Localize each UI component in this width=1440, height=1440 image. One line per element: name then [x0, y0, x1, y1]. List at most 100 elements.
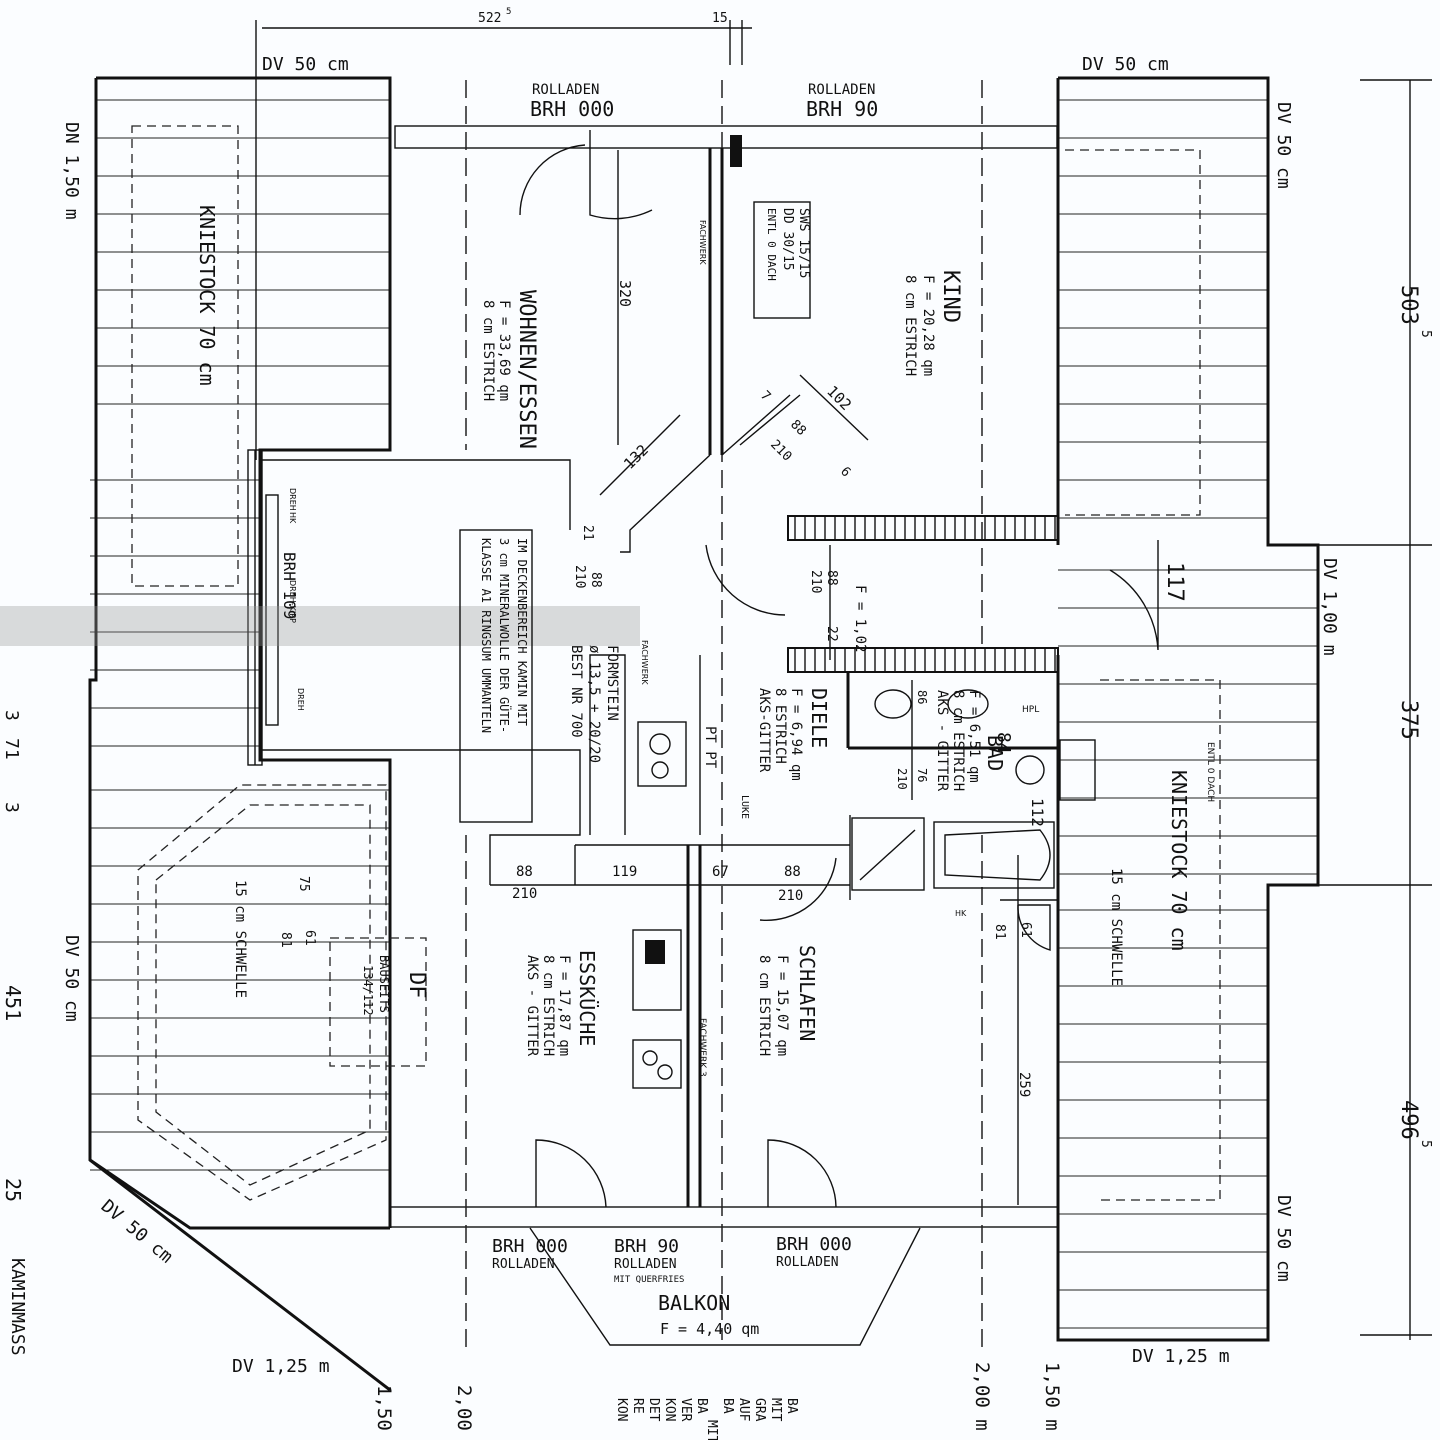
m-210c: 210 — [808, 570, 823, 593]
kniestock-lines — [131, 125, 1221, 1201]
formstein-line1: FORMSTEIN — [604, 645, 620, 721]
room-bad-name: BAD — [983, 735, 1007, 771]
win-bottom-right-l2: ROLLADEN — [776, 1255, 839, 1270]
entl-right: ENTL 0 DACH — [1205, 742, 1215, 802]
room-schlafen-name: SCHLAFEN — [795, 945, 819, 1041]
schwelle-right: 15 cm SCHWELLE — [1108, 868, 1124, 986]
m-102: 102 — [823, 382, 855, 414]
win-left-brh: BRH 109 — [280, 552, 299, 619]
roof-rafters — [90, 99, 1318, 1329]
chimney — [637, 135, 742, 787]
m-84: 84 — [993, 732, 1014, 754]
room-bad-area: F = 6,51 qm — [966, 690, 982, 783]
m-81b: 81 — [992, 924, 1007, 940]
win-top-right-l2: BRH 90 — [806, 97, 878, 121]
dim-top-gap: 15 — [712, 11, 728, 26]
m-210d: 210 — [895, 768, 909, 790]
bottom-measure-3: 2,00 m — [971, 1362, 993, 1431]
dv-right-lower: DV 50 cm — [1273, 1195, 1294, 1282]
m-88e: 88 — [784, 864, 801, 880]
dv-bottom-left: DV 1,25 m — [232, 1356, 330, 1377]
frag-1: BA — [694, 1398, 709, 1414]
dim-left-71: 71 — [1, 738, 22, 760]
kniestock-left: KNIESTOCK 70 cm — [195, 205, 219, 386]
roof-labels: DV 50 cm DV 50 cm DN 1,50 m DV 50 cm DV … — [7, 54, 1340, 1431]
sws-line3: ENTL 0 DACH — [765, 208, 778, 281]
scan-smudge — [0, 606, 640, 646]
kamin-note-line1: IM DECKENBEREICH KAMIN MIT — [515, 538, 529, 726]
m-210e: 210 — [512, 886, 537, 902]
room-esskueche-floor: 8 cm ESTRICH — [540, 955, 556, 1056]
m-112: 112 — [1028, 798, 1047, 827]
m-76: 76 — [915, 768, 929, 782]
m-210b: 210 — [572, 565, 587, 588]
room-esskueche-extra: AKS - GITTER — [524, 955, 540, 1057]
dim-top-width: 522 — [478, 11, 501, 26]
fachwerk-top: FACHWERK — [698, 220, 707, 265]
m-61b: 61 — [1018, 922, 1033, 938]
dim-right-lower-sup: 5 — [1418, 1140, 1433, 1148]
sws-box — [753, 201, 811, 319]
room-bad-extra: AKS - GITTER — [934, 690, 950, 792]
m-7: 7 — [757, 388, 773, 404]
m-132: 132 — [620, 441, 652, 473]
m-88a: 88 — [787, 417, 809, 439]
formstein-line3: BEST NR 700 — [568, 645, 584, 738]
room-wohnen-area: F = 33,69 qm — [496, 300, 512, 401]
dim-right-upper-sup: 5 — [1418, 330, 1433, 338]
dimension-lines — [262, 20, 1432, 1340]
win-top-right-l1: ROLLADEN — [808, 82, 875, 98]
m-81a: 81 — [278, 932, 293, 948]
dim-right-middle: 375 — [1396, 700, 1421, 740]
m-21: 21 — [580, 525, 595, 541]
room-diele-name: DIELE — [807, 688, 831, 748]
win-dreh-bottom: DREH — [296, 688, 305, 711]
m-88d: 88 — [516, 864, 533, 880]
room-kind-name: KIND — [938, 270, 963, 323]
sws-line2: DD 30/15 — [780, 208, 795, 271]
dn-left: DN 1,50 m — [61, 122, 82, 220]
bottom-text-fragments: BA VER KON DET BA MIT GRA AUF BA MIT RE … — [614, 1398, 799, 1440]
room-balkon-area: F = 4,40 qm — [660, 1320, 759, 1338]
bottom-measure-2: 2,00 — [453, 1385, 475, 1431]
kniestock-right: KNIESTOCK 70 cm — [1167, 770, 1191, 951]
dim-left-3a: 3 — [1, 710, 22, 721]
frag-10: MIT — [704, 1420, 719, 1440]
m-67: 67 — [712, 864, 729, 880]
interior-walls — [260, 148, 1059, 1207]
room-diele-floor: 8 ESTRICH — [772, 688, 788, 764]
kaminmass-label: KAMINMASS — [7, 1258, 28, 1356]
bottom-measure-1: 1,50 — [373, 1385, 395, 1431]
win-top-left-l1: ROLLADEN — [532, 82, 599, 98]
dimension-labels: 522 5 15 503 5 375 496 5 451 25 3 71 3 — [1, 7, 1433, 1202]
win-bottom-mid-l1: BRH 90 — [614, 1236, 679, 1257]
dim-right-lower: 496 — [1396, 1100, 1421, 1140]
room-store-area: F = 1,02 — [852, 585, 868, 652]
notes: KNIESTOCK 70 cm KNIESTOCK 70 cm 15 cm SC… — [195, 201, 1215, 1077]
pt-label: PT PT — [702, 726, 718, 769]
m-61a: 61 — [302, 930, 317, 946]
frag-7: GRA — [752, 1398, 767, 1422]
m-117: 117 — [1162, 562, 1187, 602]
m-320: 320 — [616, 280, 634, 307]
frag-6: MIT — [768, 1398, 783, 1422]
dv-top-left: DV 50 cm — [262, 54, 349, 75]
hk-label: HK — [955, 909, 967, 918]
frag-4: DET — [646, 1398, 661, 1422]
dv-right-upper: DV 50 cm — [1273, 102, 1294, 189]
room-esskueche-name: ESSKÜCHE — [575, 950, 599, 1046]
kamin-note-box — [459, 529, 533, 823]
left-window — [247, 449, 279, 766]
m-22: 22 — [824, 626, 839, 642]
win-dreh-top: DREH — [288, 488, 297, 511]
room-diele-extra: AKS-GITTER — [756, 688, 772, 773]
dv-diagonal: DV 50 cm — [97, 1196, 177, 1268]
m-88c: 88 — [824, 570, 839, 586]
dv-top-right: DV 50 cm — [1082, 54, 1169, 75]
sws-line1: SWS 15/15 — [796, 208, 811, 278]
win-dreh-kipp: DREH-KIPP — [288, 580, 297, 623]
fachwerk-bottom: FACHWERK 3 — [697, 1018, 707, 1077]
frag-9: BA — [720, 1398, 735, 1414]
room-bad-floor: 8 cm ESTRICH — [950, 690, 966, 791]
formstein-line2: ø 13,5 + 20/20 — [586, 645, 602, 763]
